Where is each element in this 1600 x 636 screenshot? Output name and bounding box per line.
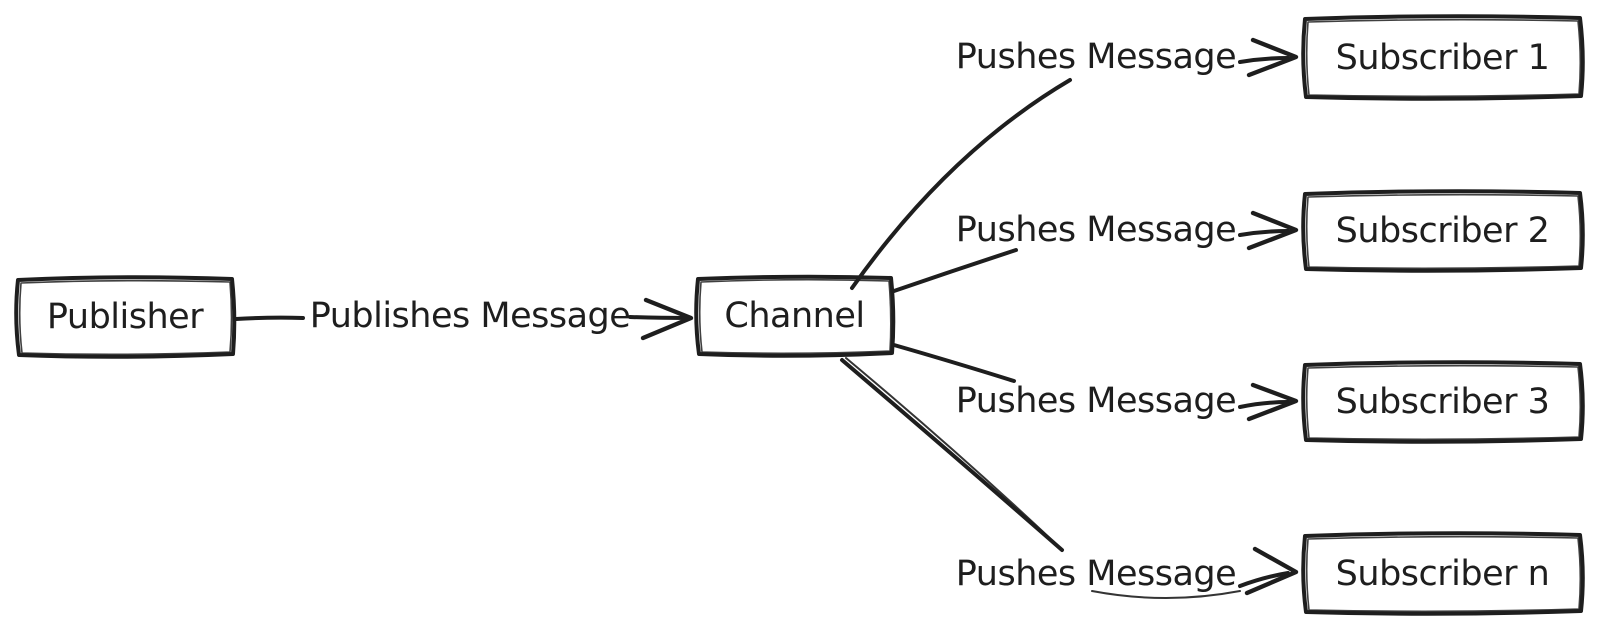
edge-push-n-arrow — [840, 357, 1299, 599]
channel-node-label: Channel — [724, 296, 865, 336]
edge-push-2-arrow — [892, 210, 1299, 293]
publisher-node-label: Publisher — [46, 297, 204, 337]
arrowhead-push-1-icon — [1246, 37, 1299, 78]
subscriber-2-node-box — [1301, 189, 1585, 273]
subscriber-1-node-label: Subscriber 1 — [1335, 37, 1550, 78]
arrowhead-push-n-icon — [1244, 546, 1299, 596]
edge-label-pushes-message-1: Pushes Message — [955, 37, 1237, 77]
arrowhead-push-2-icon — [1246, 210, 1299, 251]
edge-label-publishes-message: Publishes Message — [309, 296, 631, 336]
edge-label-pushes-message-3: Pushes Message — [955, 381, 1237, 421]
edge-publish-arrow — [234, 297, 694, 341]
publisher-node-box — [14, 275, 237, 359]
edge-label-pushes-message-2: Pushes Message — [955, 210, 1237, 250]
arrowhead-publish-icon — [640, 297, 694, 341]
edge-push-1-arrow — [850, 37, 1299, 290]
edge-push-3-arrow — [892, 343, 1299, 422]
subscriber-1-node-box — [1301, 14, 1585, 101]
subscriber-3-node-box — [1301, 360, 1585, 444]
subscriber-n-node-label: Subscriber n — [1335, 554, 1550, 594]
channel-node-box — [694, 274, 896, 358]
subscriber-3-node-label: Subscriber 3 — [1335, 382, 1550, 422]
arrowhead-push-3-icon — [1246, 382, 1299, 422]
edge-label-pushes-message-n: Pushes Message — [955, 554, 1237, 594]
subscriber-n-node-box — [1301, 531, 1585, 616]
subscriber-2-node-label: Subscriber 2 — [1335, 211, 1550, 251]
